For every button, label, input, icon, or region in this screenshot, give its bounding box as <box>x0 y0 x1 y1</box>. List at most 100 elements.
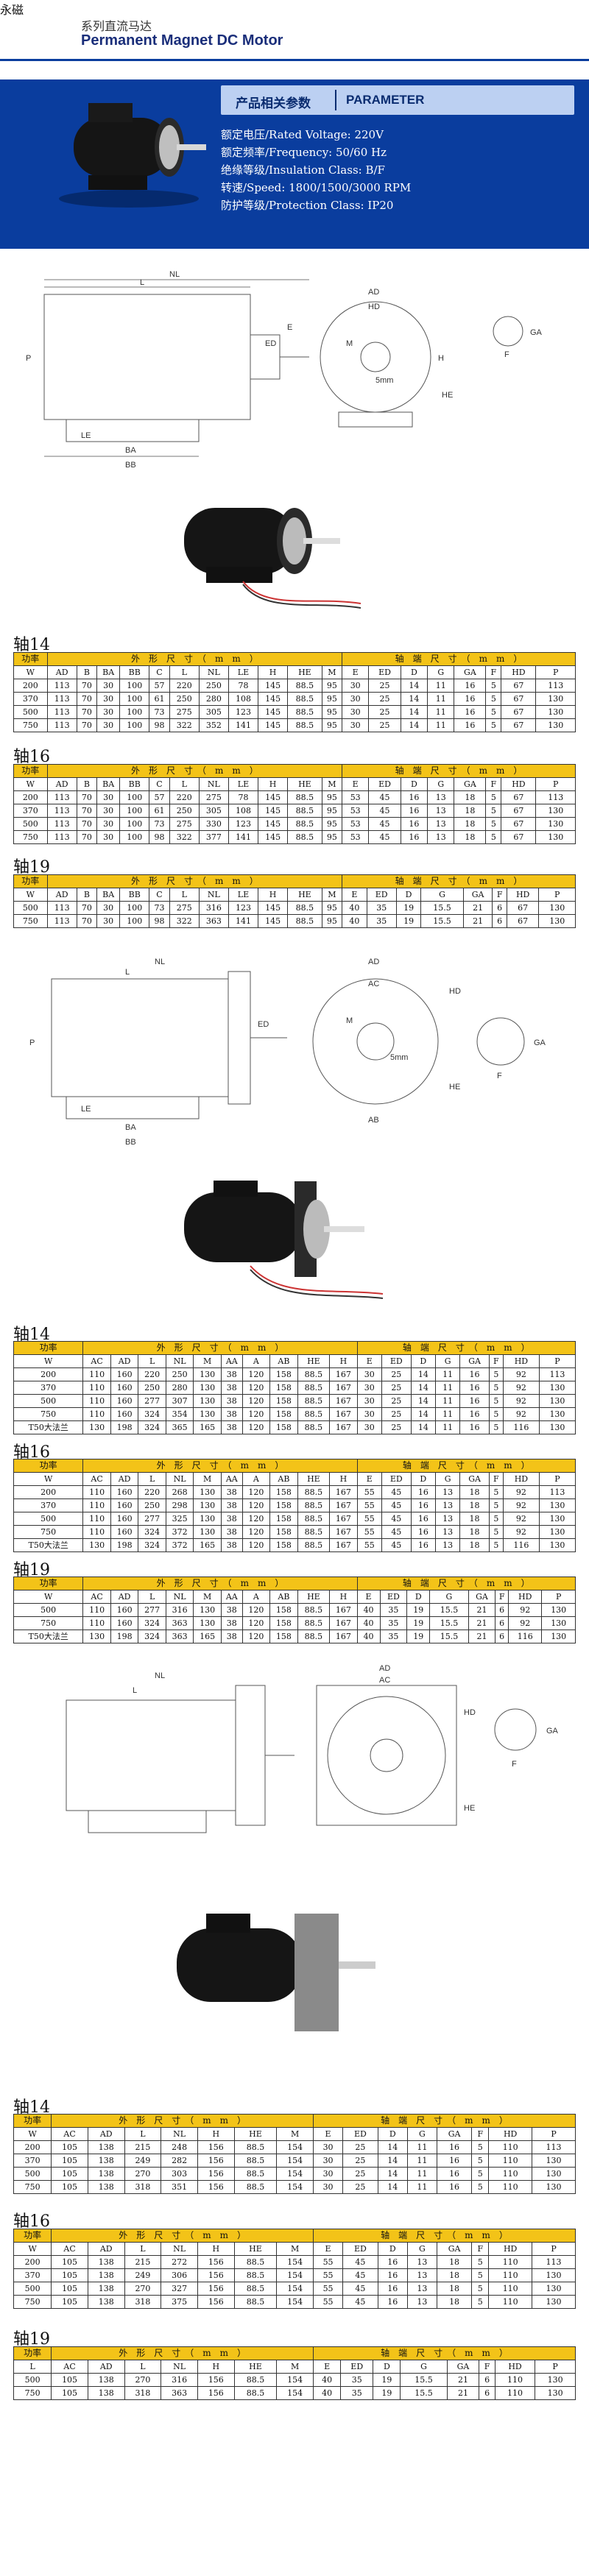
table-cell: 123 <box>228 901 259 915</box>
table-cell: 73 <box>149 705 170 719</box>
table-cell: 158 <box>269 1630 298 1643</box>
table-cell: 322 <box>169 830 200 844</box>
column-header: P <box>535 665 576 679</box>
table-cell: 750 <box>13 1525 84 1539</box>
motor-photo-3 <box>162 1899 398 2076</box>
table-cell: 16 <box>410 1538 437 1552</box>
table-cell: 158 <box>269 1498 298 1512</box>
table-cell: 25 <box>381 1381 412 1395</box>
table-cell: 92 <box>502 1394 540 1408</box>
table-cell: 16 <box>377 2282 408 2296</box>
column-header: AD <box>46 665 77 679</box>
subtitle-en: Permanent Magnet DC Motor <box>81 32 283 49</box>
column-header: HD <box>502 1472 540 1486</box>
table-cell: 138 <box>87 2180 125 2194</box>
table-cell: 110 <box>82 1498 111 1512</box>
table-cell: 18 <box>454 817 487 831</box>
dim-label-l: L <box>140 278 144 287</box>
column-header: HE <box>297 1590 331 1604</box>
dim2-label-bb: BB <box>125 1138 136 1147</box>
column-header: ED <box>379 1590 408 1604</box>
table-cell: 6 <box>495 1603 509 1617</box>
header-cell-dimensions: 外 形 尺 寸 （ m m ） <box>82 1459 358 1473</box>
table-cell: 318 <box>124 2386 162 2400</box>
column-header: W <box>13 1354 84 1368</box>
table-header-row: 功率外 形 尺 寸 （ m m ）轴 端 尺 寸 （ m m ） <box>13 2114 576 2128</box>
spec-frequency: 额定频率/Frequency: 50/60 Hz <box>221 146 387 159</box>
column-header: AD <box>110 1354 139 1368</box>
table-cell: 38 <box>220 1381 243 1395</box>
table-cell: 13 <box>406 2268 437 2282</box>
table-cell: 100 <box>119 817 150 831</box>
table-cell: 19 <box>373 2386 401 2400</box>
table-cell: 130 <box>532 2167 576 2181</box>
column-header: C <box>149 777 170 791</box>
table-cell: 30 <box>96 692 121 706</box>
dim2-label-m: M <box>346 1016 353 1025</box>
table-cell: 120 <box>241 1394 271 1408</box>
table-cell: 145 <box>258 901 289 915</box>
table-cell: 13 <box>434 1512 461 1526</box>
table-cell: 61 <box>149 804 170 818</box>
column-header: H <box>258 777 289 791</box>
table-cell: 13 <box>427 817 455 831</box>
hero-motor-image <box>44 88 214 213</box>
table-cell: 750 <box>13 2386 52 2400</box>
column-header: F <box>485 665 502 679</box>
table-cell: 250 <box>169 804 200 818</box>
table-cell: 167 <box>329 1367 358 1381</box>
table-cell: 275 <box>169 705 200 719</box>
table-cell: 30 <box>313 2167 344 2181</box>
column-header: H <box>258 888 289 902</box>
table-cell: 16 <box>410 1512 437 1526</box>
table-cell: 120 <box>241 1407 271 1421</box>
column-header: L <box>13 2360 52 2374</box>
table-cell: 13 <box>427 790 455 804</box>
column-header: HD <box>506 888 540 902</box>
table-cell: 13 <box>406 2255 437 2269</box>
column-header: NL <box>198 777 229 791</box>
table-cell: 110 <box>82 1603 111 1617</box>
table-cell: 5 <box>488 1394 504 1408</box>
table-cell: 18 <box>459 1498 490 1512</box>
dim2-label-l: L <box>125 968 130 977</box>
table-cell: 14 <box>400 705 428 719</box>
table-cell: 30 <box>313 2180 344 2194</box>
column-header: M <box>276 2127 314 2141</box>
table-cell: 100 <box>119 901 150 915</box>
table-cell: 316 <box>165 1603 194 1617</box>
table-cell: 130 <box>538 1420 576 1434</box>
table-cell: 167 <box>329 1630 358 1643</box>
table-cell: 130 <box>535 817 576 831</box>
table-cell: 88.5 <box>287 718 322 732</box>
table-cell: 250 <box>138 1498 166 1512</box>
dim3-label-ga: GA <box>546 1727 559 1735</box>
table-cell: 156 <box>197 2255 235 2269</box>
table-cell: 316 <box>198 901 229 915</box>
table-cell: 220 <box>169 679 200 693</box>
table-cell: 88.5 <box>287 804 322 818</box>
table-cell: 130 <box>193 1498 222 1512</box>
table-cell: 167 <box>329 1616 358 1630</box>
table-cell: 88.5 <box>233 2167 278 2181</box>
header-cell-dimensions: 外 形 尺 寸 （ m m ） <box>51 2229 314 2243</box>
table-cell: 67 <box>506 914 540 928</box>
table-cell: 92 <box>502 1512 540 1526</box>
column-header: L <box>169 777 200 791</box>
table-cell: 19 <box>395 914 422 928</box>
column-header: M <box>276 2242 314 2256</box>
table-cell: 307 <box>165 1394 194 1408</box>
table-cell: 16 <box>459 1407 490 1421</box>
header-cell: 功率 <box>13 2346 52 2360</box>
table-cell: 92 <box>508 1603 543 1617</box>
table-cell: 95 <box>321 679 343 693</box>
table-cell: 154 <box>276 2180 314 2194</box>
table-cell: 110 <box>82 1367 111 1381</box>
table-cell: 88.5 <box>287 790 322 804</box>
table-cell: 38 <box>220 1420 243 1434</box>
table-cell: 145 <box>258 718 289 732</box>
dim2-label-ed: ED <box>258 1020 269 1029</box>
